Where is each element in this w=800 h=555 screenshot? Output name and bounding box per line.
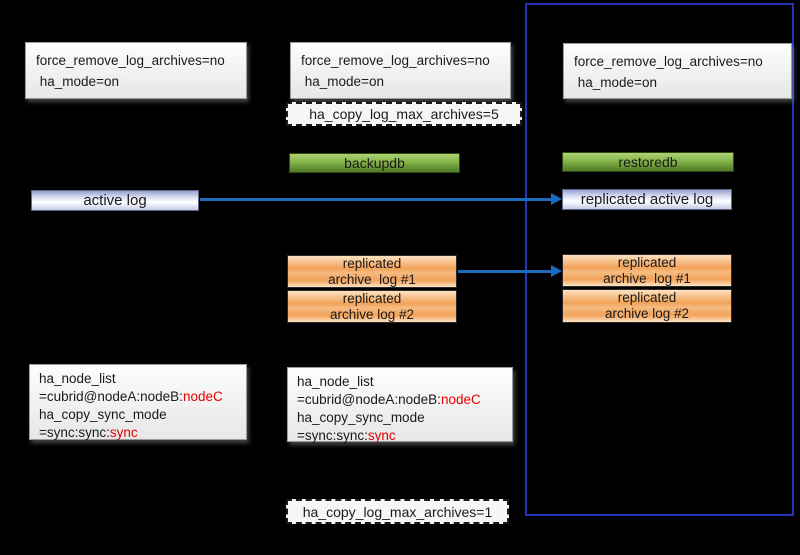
active-log-label: active log (83, 192, 147, 209)
ha-node-list-value: =cubrid@nodeA:nodeB:nodeC (39, 389, 223, 404)
config-box-nodeb: force_remove_log_archives=no ha_mode=on (290, 42, 511, 99)
arrow-right-icon (551, 265, 562, 277)
config-box-nodec: force_remove_log_archives=no ha_mode=on (563, 43, 792, 99)
ha-settings-box-left: ha_node_list =cubrid@nodeA:nodeB:nodeC h… (29, 364, 247, 440)
ha-copy-sync-mode-value: =sync:sync:sync (39, 425, 138, 440)
archive-log-1-label: replicated archive log #1 (328, 255, 416, 287)
ha-settings-text: ha_node_list =cubrid@nodeA:nodeB:nodeC h… (288, 368, 512, 445)
param-box-max-archives-1: ha_copy_log_max_archives=1 (286, 499, 509, 524)
replicated-active-log-label: replicated active log (580, 191, 714, 208)
ha-node-list-line: ha_node_list (297, 374, 374, 389)
param-text: ha_copy_log_max_archives=1 (302, 503, 493, 520)
highlight-nodec: nodeC (440, 392, 481, 407)
ha-copy-sync-mode-line: ha_copy_sync_mode (297, 410, 425, 425)
highlight-sync: sync (109, 425, 138, 440)
ha-node-list-value: =cubrid@nodeA:nodeB:nodeC (297, 392, 481, 407)
arrow-line (458, 270, 552, 273)
active-log-bar: active log (31, 190, 199, 211)
archive-log-2-label: replicated archive log #2 (604, 290, 690, 321)
restoredb-label: restoredb (618, 154, 678, 170)
ha-copy-sync-mode-value: =sync:sync:sync (297, 428, 396, 443)
ha-settings-box-mid: ha_node_list =cubrid@nodeA:nodeB:nodeC h… (287, 367, 513, 445)
nodec-boundary-frame (525, 3, 794, 516)
arrow-right-icon (551, 193, 562, 205)
archive-log-2-label: replicated archive log #2 (329, 290, 415, 322)
archive-log-1-label: replicated archive log #1 (603, 254, 691, 286)
ha-node-list-line: ha_node_list (39, 371, 116, 386)
restoredb-bar: restoredb (562, 152, 734, 172)
config-text: force_remove_log_archives=no ha_mode=on (36, 53, 225, 89)
highlight-nodec: nodeC (182, 389, 223, 404)
ha-copy-sync-mode-line: ha_copy_sync_mode (39, 407, 167, 422)
config-text: force_remove_log_archives=no ha_mode=on (301, 53, 490, 89)
replicated-active-log-bar: replicated active log (562, 189, 732, 210)
archive-log-1-mid: replicated archive log #1 (287, 255, 457, 288)
backupdb-label: backupdb (344, 155, 405, 171)
archive-log-2-mid: replicated archive log #2 (287, 290, 457, 323)
highlight-sync: sync (367, 428, 396, 443)
arrow-line (200, 198, 552, 201)
param-box-max-archives-5: ha_copy_log_max_archives=5 (286, 102, 522, 126)
backupdb-bar: backupdb (289, 153, 460, 173)
archive-log-2-right: replicated archive log #2 (562, 289, 732, 323)
archive-log-1-right: replicated archive log #1 (562, 254, 732, 287)
config-text: force_remove_log_archives=no ha_mode=on (574, 54, 763, 90)
config-box-nodea: force_remove_log_archives=no ha_mode=on (25, 42, 247, 99)
param-text: ha_copy_log_max_archives=5 (309, 106, 499, 122)
ha-settings-text: ha_node_list =cubrid@nodeA:nodeB:nodeC h… (30, 365, 246, 442)
